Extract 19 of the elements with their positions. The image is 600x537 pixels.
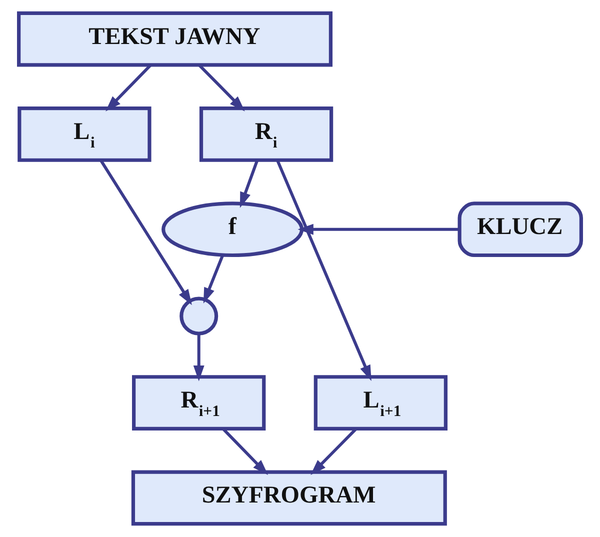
node-box: R$_{i+1}$ bbox=[132, 375, 266, 430]
arrow bbox=[222, 428, 268, 476]
node-box: KLUCZ bbox=[458, 202, 583, 258]
node-box: L$_{i+1}$ bbox=[314, 375, 448, 430]
node-ellipse: f bbox=[162, 202, 304, 258]
arrow bbox=[203, 254, 224, 304]
node-box: SZYFROGRAM bbox=[131, 470, 447, 526]
arrow bbox=[198, 64, 245, 112]
arrow bbox=[100, 159, 192, 306]
node-box: L$_{i}$ bbox=[18, 106, 152, 162]
arrow bbox=[276, 160, 372, 381]
node-box: R$_{i}$ bbox=[199, 106, 334, 162]
arrow bbox=[310, 428, 358, 476]
arrow bbox=[240, 160, 259, 208]
arrow bbox=[298, 224, 460, 235]
arrow bbox=[106, 64, 152, 112]
arrow bbox=[193, 334, 204, 382]
node-box: TEKST JAWNY bbox=[17, 11, 333, 67]
node-circle bbox=[180, 296, 218, 336]
